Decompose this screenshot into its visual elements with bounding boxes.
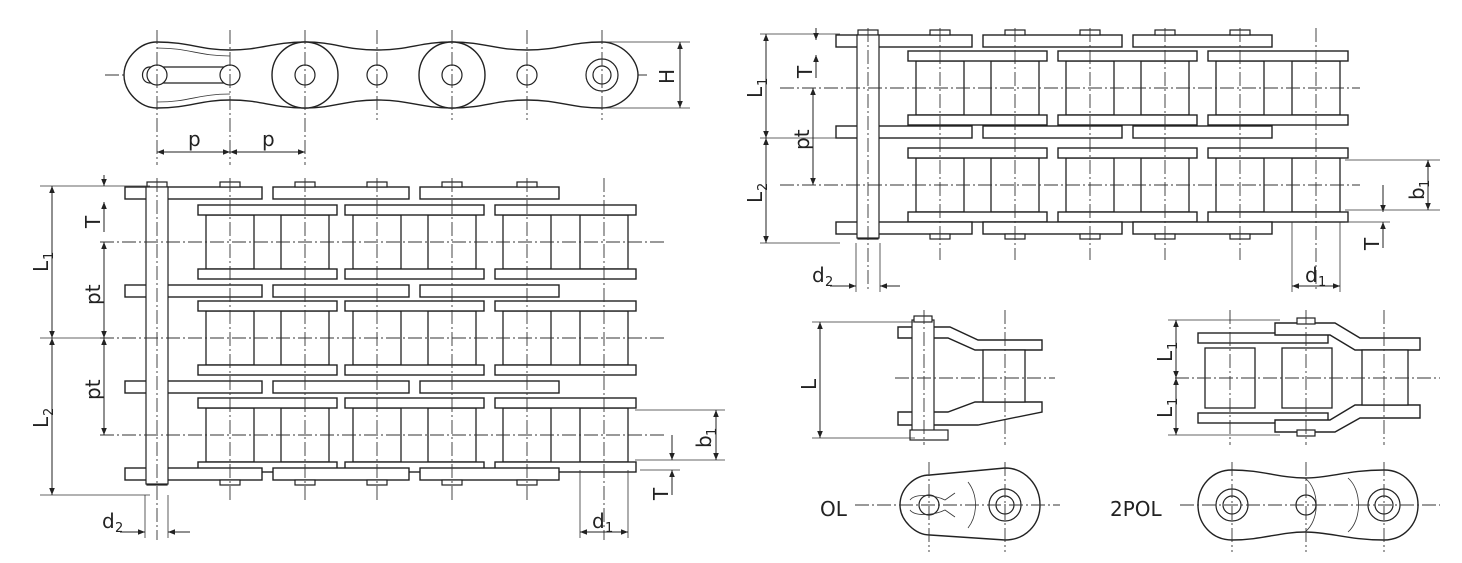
d1-subscript: 1	[605, 521, 613, 536]
outer-plate	[982, 221, 1123, 235]
l1-subscript: 1	[42, 252, 57, 260]
duplex-rollers	[915, 60, 1341, 213]
inner-plate	[197, 461, 338, 473]
l1-label: L	[29, 260, 53, 272]
outer-plate	[1132, 125, 1273, 139]
inner-plate	[907, 211, 1048, 223]
duplex-view: L 1 L 2 T pt b 1 T d 2 d 1	[743, 28, 1440, 292]
pt-label-1: pt	[81, 284, 105, 305]
inner-plate	[197, 204, 338, 216]
inner-plate	[344, 461, 485, 473]
pitch-label-2: p	[262, 127, 275, 151]
inner-plate	[494, 461, 637, 473]
outer-plate	[982, 34, 1123, 48]
inner-plate	[494, 300, 637, 312]
inner-plate	[1057, 211, 1198, 223]
inner-plate	[494, 397, 637, 409]
duplex-b1-label: b	[1405, 187, 1429, 200]
inner-plate	[1207, 147, 1349, 159]
outer-plate	[272, 186, 410, 200]
inner-plate	[1207, 50, 1349, 62]
triplex-view: L 1 L 2 T pt pt b 1 T d 2	[29, 175, 725, 540]
inner-plate	[197, 268, 338, 280]
inner-plate	[344, 364, 485, 376]
outer-plate	[419, 380, 560, 394]
duplex-l1-label: L	[743, 86, 767, 98]
duplex-l1-subscript: 1	[756, 78, 771, 86]
inner-plate	[494, 364, 637, 376]
duplex-pt-label: pt	[790, 129, 814, 150]
triplex-rollers	[205, 214, 629, 463]
triplex-plates	[124, 181, 637, 486]
height-label: H	[655, 69, 679, 84]
d1-label: d	[592, 509, 605, 533]
d2-subscript: 2	[115, 521, 123, 536]
outer-plate	[1132, 34, 1273, 48]
outer-plate	[419, 467, 560, 481]
inner-plate	[907, 114, 1048, 126]
offset-link-view: L OL	[797, 310, 1060, 552]
outer-plate	[272, 284, 410, 298]
pol-l1-subscript-2: 1	[1166, 398, 1181, 406]
inner-plate	[344, 300, 485, 312]
outer-plate	[982, 125, 1123, 139]
outer-plate	[272, 467, 410, 481]
ol-l-label: L	[797, 378, 821, 390]
duplex-t-label-bottom: T	[1360, 237, 1384, 251]
l2-subscript: 2	[42, 408, 57, 416]
inner-plate	[1057, 50, 1198, 62]
duplex-d1-label: d	[1305, 263, 1318, 287]
outer-plate	[419, 186, 560, 200]
ol-label: OL	[820, 497, 848, 521]
duplex-l2-label: L	[743, 191, 767, 203]
duplex-b1-subscript: 1	[1418, 180, 1433, 188]
inner-plate	[494, 268, 637, 280]
duplex-d2-label: d	[812, 263, 825, 287]
d2-label: d	[102, 509, 115, 533]
pol-l1-label-1: L	[1153, 350, 1177, 362]
height-dimension: H	[602, 41, 690, 109]
t-label-top: T	[81, 215, 105, 229]
inner-plate	[344, 397, 485, 409]
pt-label-2: pt	[81, 379, 105, 400]
inner-plate	[907, 50, 1048, 62]
inner-plate	[907, 147, 1048, 159]
inner-plate	[197, 364, 338, 376]
inner-plate	[197, 300, 338, 312]
inner-plate	[1207, 211, 1349, 223]
duplex-d2-subscript: 2	[825, 275, 833, 290]
inner-plate	[1057, 147, 1198, 159]
inner-plate	[197, 397, 338, 409]
t-label-bottom: T	[649, 487, 673, 501]
l2-label: L	[29, 416, 53, 428]
duplex-d1-subscript: 1	[1318, 275, 1326, 290]
outer-plate	[1132, 221, 1273, 235]
pol-label: 2POL	[1110, 497, 1163, 521]
inner-plate	[1057, 114, 1198, 126]
inner-plate	[494, 204, 637, 216]
double-offset-link-view: L 1 L 1 2POL	[1110, 310, 1440, 552]
pol-l1-subscript-1: 1	[1166, 342, 1181, 350]
outer-plate	[272, 380, 410, 394]
duplex-l2-subscript: 2	[756, 183, 771, 191]
inner-plate	[1207, 114, 1349, 126]
pol-l1-label-2: L	[1153, 406, 1177, 418]
inner-plate	[344, 204, 485, 216]
pitch-label-1: p	[188, 127, 201, 151]
side-view: p p H	[105, 30, 690, 165]
b1-label: b	[692, 435, 716, 448]
pitch-dimension: p p	[157, 127, 305, 155]
inner-plate	[344, 268, 485, 280]
duplex-t-label-top: T	[793, 65, 817, 79]
outer-plate	[419, 284, 560, 298]
b1-subscript: 1	[705, 428, 720, 436]
